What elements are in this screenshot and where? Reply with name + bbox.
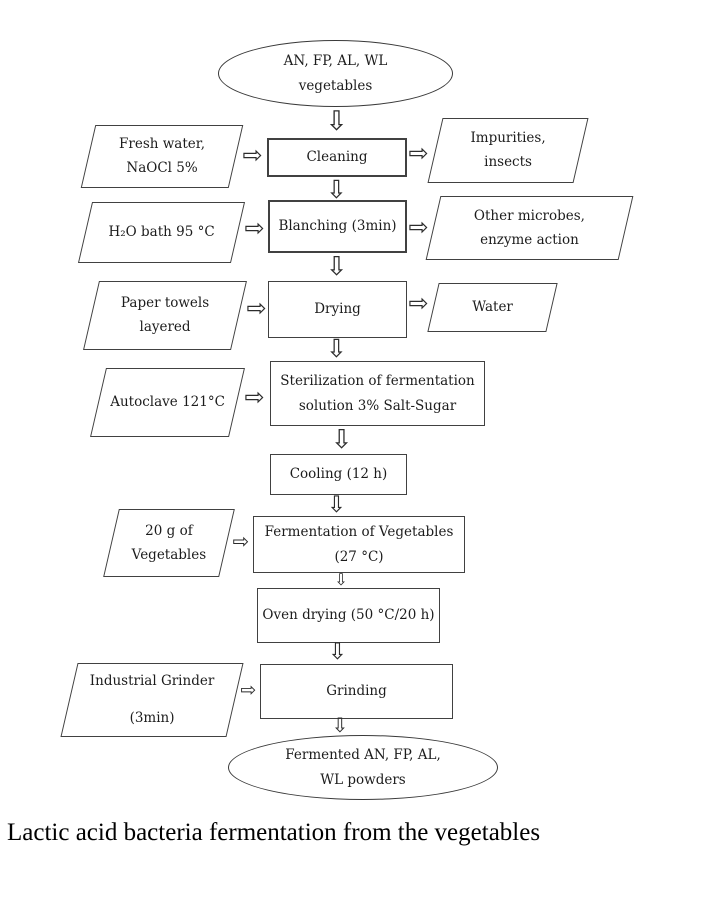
fermentation-label-line1: Fermentation of Vegetables (264, 524, 454, 541)
impurities-output: Impurities, insects (427, 118, 589, 183)
flow-arrow-down-icon: ⇩ (326, 491, 347, 518)
cooling-process-box: Cooling (12 h) (270, 454, 407, 495)
vegetables-20g-input: 20 g of Vegetables (103, 509, 235, 577)
other-microbes-label-line2: enzyme action (480, 232, 579, 248)
flow-arrow-right-icon: ⇨ (408, 289, 429, 317)
industrial-grinder-label-line1: Industrial Grinder (89, 673, 215, 690)
figure-caption: Lactic acid bacteria fermentation from t… (7, 819, 541, 846)
cleaning-process-box: Cleaning (267, 138, 407, 177)
paper-towels-label-line2: layered (139, 319, 191, 336)
fresh-water-label-line2: NaOCl 5% (126, 160, 198, 177)
industrial-grinder-input: Industrial Grinder (3min) (60, 663, 244, 737)
vegetables-20g-label-line1: 20 g of (145, 522, 193, 539)
flow-arrow-right-icon: ⇨ (246, 294, 267, 322)
end-ellipse: Fermented AN, FP, AL, WL powders (228, 735, 498, 800)
water-output: Water (427, 283, 558, 332)
start-label-line1: AN, FP, AL, WL (283, 53, 388, 70)
flow-arrow-right-icon: ⇨ (244, 214, 265, 242)
industrial-grinder-label-line2: (3min) (129, 710, 175, 727)
grinding-process-box: Grinding (260, 664, 453, 719)
sterilization-label-line2: solution 3% Salt-Sugar (298, 397, 457, 414)
flow-arrow-right-icon: ⇨ (242, 141, 263, 169)
paper-towels-input: Paper towels layered (83, 281, 247, 350)
cleaning-label: Cleaning (306, 149, 368, 166)
flow-arrow-right-icon: ⇨ (408, 213, 429, 241)
flow-arrow-down-icon: ⇩ (334, 569, 348, 589)
h2o-bath-input: H₂O bath 95 °C (77, 202, 246, 263)
sterilization-process-box: Sterilization of fermentation solution 3… (270, 361, 485, 426)
h2o-bath-label: H₂O bath 95 °C (108, 224, 215, 241)
autoclave-input: Autoclave 121°C (90, 368, 245, 437)
end-label-line2: WL powders (320, 771, 406, 788)
oven-drying-label: Oven drying (50 °C/20 h) (262, 607, 435, 624)
fresh-water-input: Fresh water, NaOCl 5% (80, 125, 244, 188)
impurities-label-line2: insects (484, 154, 532, 171)
flow-arrow-down-icon: ⇩ (331, 713, 349, 737)
drying-process-box: Drying (268, 281, 407, 338)
start-ellipse: AN, FP, AL, WL vegetables (218, 40, 453, 107)
flow-arrow-down-icon: ⇩ (325, 252, 348, 282)
flow-arrow-right-icon: ⇨ (244, 383, 265, 411)
flow-arrow-right-icon: ⇨ (240, 678, 257, 701)
sterilization-label-line1: Sterilization of fermentation (280, 373, 475, 390)
end-label-line1: Fermented AN, FP, AL, (285, 747, 441, 764)
fermentation-label-line2: (27 °C) (334, 548, 384, 565)
fermentation-process-box: Fermentation of Vegetables (27 °C) (253, 516, 465, 573)
flow-arrow-right-icon: ⇨ (232, 529, 250, 553)
flow-arrow-down-icon: ⇩ (327, 638, 348, 665)
blanching-label: Blanching (3min) (278, 218, 397, 235)
other-microbes-label-line1: Other microbes, (473, 207, 586, 224)
cooling-label: Cooling (12 h) (289, 466, 388, 483)
drying-label: Drying (314, 301, 361, 318)
vegetables-20g-label-line2: Vegetables (131, 547, 207, 563)
fresh-water-label-line1: Fresh water, (118, 136, 205, 153)
paper-towels-label-line1: Paper towels (120, 295, 210, 312)
blanching-process-box: Blanching (3min) (268, 200, 407, 253)
flow-arrow-right-icon: ⇨ (408, 139, 429, 167)
other-microbes-output: Other microbes, enzyme action (425, 196, 634, 260)
autoclave-label: Autoclave 121°C (110, 394, 225, 411)
grinding-label: Grinding (326, 683, 387, 700)
flow-arrow-down-icon: ⇩ (326, 174, 347, 204)
impurities-label-line1: Impurities, (470, 130, 546, 147)
flow-arrow-down-icon: ⇩ (326, 334, 347, 363)
water-label: Water (472, 299, 513, 316)
oven-drying-process-box: Oven drying (50 °C/20 h) (257, 588, 440, 643)
start-label-line2: vegetables (298, 77, 373, 94)
flow-arrow-down-icon: ⇩ (330, 425, 353, 455)
flow-arrow-down-icon: ⇩ (325, 105, 348, 137)
